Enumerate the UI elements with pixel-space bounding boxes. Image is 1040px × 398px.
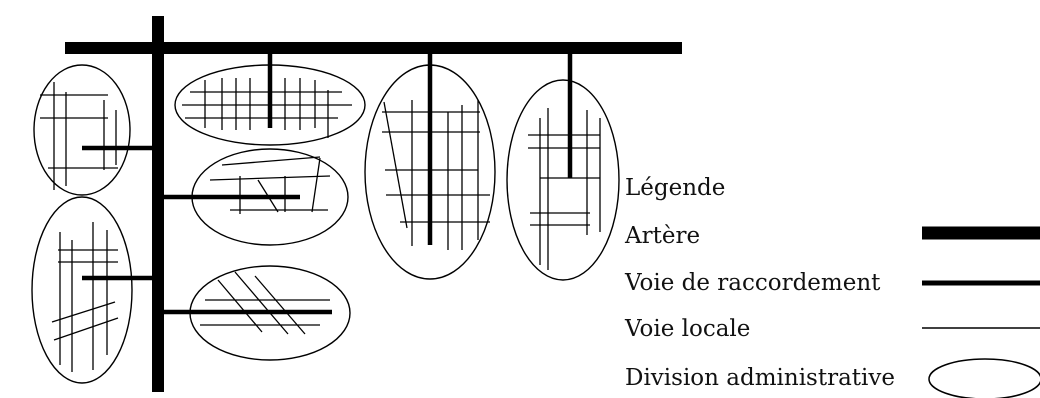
division-ellipse (31, 196, 133, 384)
legend-label-local: Voie locale (624, 316, 750, 342)
arterial-roads (65, 16, 682, 392)
local-roads (40, 78, 601, 372)
division-ellipse (33, 64, 131, 196)
legend-label-arterial: Artère (624, 223, 700, 249)
connector-roads (82, 48, 573, 315)
legend-title: Légende (625, 175, 725, 201)
legend-symbol-division (928, 358, 1040, 398)
administrative-divisions (31, 64, 620, 384)
legend-label-division: Division administrative (625, 365, 895, 391)
division-ellipse (506, 79, 620, 281)
legend: Légende Artère Voie de raccordement Voie… (624, 175, 1040, 398)
legend-label-connector: Voie de raccordement (624, 270, 881, 296)
